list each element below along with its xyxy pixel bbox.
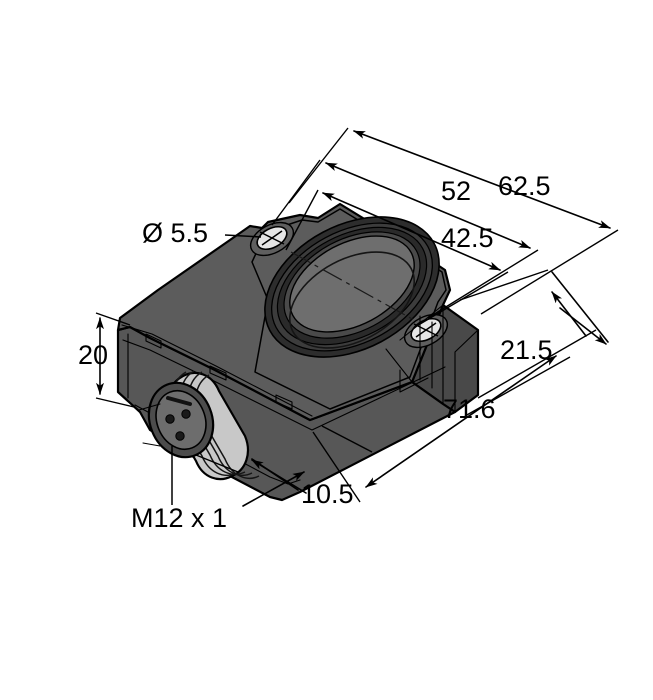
latch-tab-right [275, 394, 293, 410]
dimension-label-20: 20 [78, 340, 108, 370]
body-top-bevel [121, 324, 313, 417]
dimension-label-diameter-5-5: Ø 5.5 [142, 218, 208, 248]
dimension-label-71-6: 71.6 [443, 394, 496, 424]
connector-pin-2 [181, 409, 191, 419]
dimension-71-6: 71.6 [312, 355, 571, 503]
bore-centerline [290, 251, 415, 321]
dimension-label-m12x1: M12 x 1 [131, 503, 227, 533]
connector-body-shadow [138, 403, 161, 447]
mounting-hole-upper-left [249, 221, 295, 257]
latch-tab-mid [209, 365, 227, 381]
connector-keyway [166, 396, 192, 406]
dimension-label-10-5: 10.5 [301, 479, 354, 509]
dimension-label-21-5: 21.5 [500, 335, 553, 365]
dimension-m12x1: M12 x 1 [131, 446, 227, 533]
dimension-annotations: 62.5 52 42.5 Ø 5.5 21.5 [78, 127, 619, 533]
dimension-10-5: 10.5 [195, 425, 373, 509]
dimension-42-5: 42.5 [285, 189, 509, 328]
dimension-label-62-5: 62.5 [498, 171, 551, 201]
connector-pin-3 [175, 431, 185, 441]
m12-connector [147, 370, 260, 481]
latch-tab-left [145, 333, 162, 349]
dimension-label-42-5: 42.5 [441, 223, 494, 253]
connector-face [155, 389, 207, 451]
dimension-diameter-5-5: Ø 5.5 [142, 218, 262, 248]
connector-pin-1 [165, 414, 175, 424]
dimension-20: 20 [78, 312, 135, 408]
dimension-label-52: 52 [441, 176, 471, 206]
